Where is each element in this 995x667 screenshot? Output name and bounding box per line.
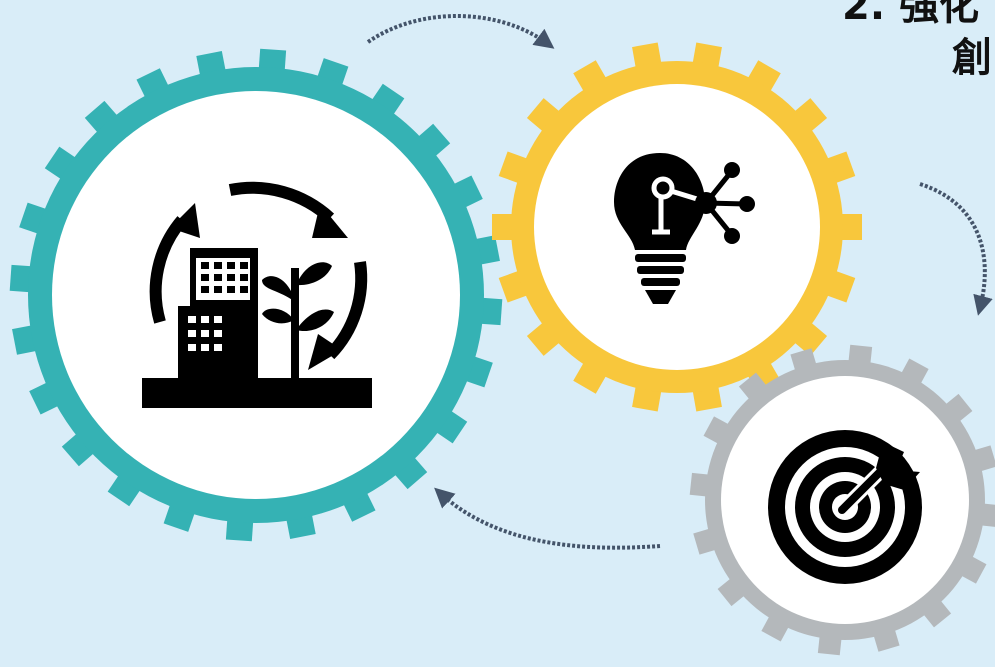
gear-tooth: [942, 393, 973, 425]
sustainability-gear: [9, 48, 503, 542]
gear-teeth: [9, 48, 503, 542]
gear-tooth: [61, 430, 97, 467]
lightbulb-network-icon: [614, 153, 755, 304]
gear-tooth: [44, 146, 80, 182]
title-line-1: 2. 強化: [842, 0, 979, 29]
gear-tooth: [369, 83, 405, 119]
gear-tooth: [526, 319, 563, 356]
gear-teeth: [492, 42, 862, 412]
arrow-gear2-to-gear3: [919, 182, 993, 316]
gear-tooth: [526, 98, 563, 135]
gear-tooth: [415, 123, 451, 160]
gear-tooth: [920, 597, 952, 628]
gear-tooth: [84, 100, 121, 136]
title-line-2: 創: [952, 35, 992, 81]
innovation-gear: [492, 42, 862, 412]
gear-tooth: [432, 408, 468, 444]
gear-tooth: [717, 575, 748, 607]
gear-tooth: [791, 319, 828, 356]
gear-tooth: [791, 98, 828, 135]
gear-tooth: [391, 454, 428, 490]
target-arrow-icon: [768, 430, 922, 584]
gear-tooth: [837, 214, 862, 240]
gear-tooth: [107, 471, 143, 507]
arrow-gear3-to-gear1: [434, 487, 661, 550]
sustainable-city-plant-cycle-icon: [142, 181, 372, 408]
gear-tooth: [492, 214, 517, 240]
arrow-gear1-to-gear2: [366, 14, 555, 49]
gear-tooth: [738, 372, 770, 403]
target-gear: [689, 344, 995, 656]
